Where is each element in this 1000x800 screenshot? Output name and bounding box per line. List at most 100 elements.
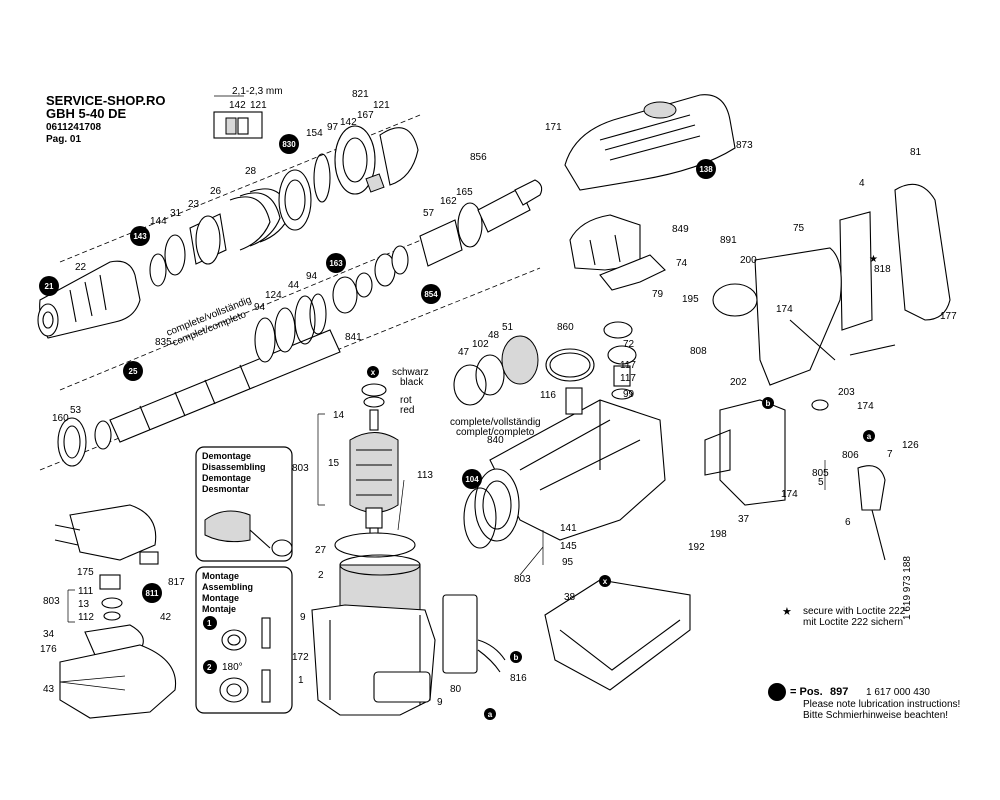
document-number: 1 619 973 188 [902, 556, 913, 620]
lubrication-badge: 830 [279, 134, 299, 154]
badge-label: 25 [129, 367, 138, 376]
part-label: 124 [265, 290, 282, 301]
page-number: Pag. 01 [46, 134, 82, 145]
part-number: 0611241708 [46, 122, 102, 133]
part-label: 113 [417, 470, 433, 481]
connection-marker: x [367, 366, 379, 378]
lubrication-badge: 854 [421, 284, 441, 304]
lubrication-badge: 25 [123, 361, 143, 381]
part-label: 7 [887, 449, 893, 460]
badge-label: 138 [699, 165, 713, 174]
step-1-badge [203, 616, 217, 630]
part-label: 174 [857, 401, 874, 412]
lubrication-badge: 163 [326, 253, 346, 273]
part-label: 102 [472, 339, 489, 350]
part-label: 74 [676, 258, 688, 269]
part-label: 174 [776, 304, 793, 315]
lubrication-badge: 811 [142, 583, 162, 603]
badge-circle [696, 159, 716, 179]
part-label: 849 [672, 224, 689, 235]
loctite-star-818: ★ [869, 254, 878, 265]
model-name: GBH 5-40 DE [46, 106, 127, 121]
lubrication-badge: 138 [696, 159, 716, 179]
part-label: 26 [210, 186, 222, 197]
part-label: 816 [510, 673, 527, 684]
part-label: 856 [470, 152, 487, 163]
part-label: 198 [710, 529, 727, 540]
part-label: 1 [298, 675, 304, 686]
part-label: 14 [333, 410, 345, 421]
part-label: 81 [910, 147, 922, 158]
part-label: 97 [327, 122, 339, 133]
part-label: 94 [254, 302, 266, 313]
part-label: 202 [730, 377, 747, 388]
part-label: 840 [487, 435, 504, 446]
part-label: 192 [688, 542, 705, 553]
badge-label: 163 [329, 259, 343, 268]
part-label: 28 [245, 166, 257, 177]
lubrication-badge: 21 [39, 276, 59, 296]
part-label: 95 [562, 557, 574, 568]
armature [349, 383, 405, 545]
badge-circle [130, 226, 150, 246]
marker-letter: b [766, 399, 771, 408]
part-label: 57 [423, 208, 435, 219]
complete-label-right-a: complete/vollständig [450, 417, 541, 428]
spindle-assembly [57, 179, 543, 467]
loctite-note-en: secure with Loctite 222 [803, 606, 906, 617]
part-label: 27 [315, 545, 327, 556]
part-label: 34 [43, 629, 55, 640]
part-label: 162 [440, 196, 457, 207]
part-label: 99 [623, 389, 635, 400]
wire-label: rot [400, 395, 412, 406]
montage-box: Montage Assembling Montage Montaje 1 2 1… [195, 566, 293, 714]
loctite-note-de: mit Loctite 222 sichern [803, 617, 904, 628]
marker-circle [762, 397, 774, 409]
pos-code: 1 617 000 430 [866, 687, 930, 698]
part-label: 808 [690, 346, 707, 357]
shop-name: SERVICE-SHOP.RO [46, 93, 166, 108]
badge-label: 21 [45, 282, 54, 291]
lubrication-note-de: Bitte Schmierhinweise beachten! [803, 710, 949, 721]
part-label: 174 [781, 489, 798, 500]
part-label: 803 [292, 463, 309, 474]
lubrication-note-en: Please note lubrication instructions! [803, 699, 961, 710]
demontage-title-en: Disassembling [202, 462, 266, 472]
step-2-badge [203, 660, 217, 674]
part-label: 4 [859, 178, 865, 189]
part-label: 141 [560, 523, 577, 534]
part-label: 51 [502, 322, 514, 333]
marker-letter: x [603, 577, 608, 586]
badge-label: 104 [465, 475, 479, 484]
lubrication-badge: 104 [462, 469, 482, 489]
part-label: 803 [43, 596, 60, 607]
badge-circle [279, 134, 299, 154]
part-label: 891 [720, 235, 737, 246]
part-label: 15 [328, 458, 340, 469]
part-label: 38 [564, 592, 576, 603]
marker-circle [484, 708, 496, 720]
inset-label-142: 142 [229, 100, 246, 111]
step-2-text: 2 [207, 663, 212, 672]
part-label: 37 [738, 514, 750, 525]
part-label: 72 [623, 339, 635, 350]
part-label: 177 [940, 311, 957, 322]
part-label: 160 [52, 413, 69, 424]
part-label: 818 [874, 264, 891, 275]
wire-label: schwarz [392, 367, 429, 378]
badge-label: 854 [424, 290, 438, 299]
part-label: 873 [736, 140, 753, 151]
part-label: 23 [188, 199, 200, 210]
part-label: 111 [78, 586, 94, 597]
part-label: 42 [160, 612, 172, 623]
demontage-title-fr: Demontage [202, 473, 251, 483]
motor-housing [311, 532, 506, 716]
part-label: 31 [170, 208, 182, 219]
marker-letter: a [867, 432, 872, 441]
marker-circle [367, 366, 379, 378]
gear-set [453, 321, 637, 415]
badge-label: 143 [133, 232, 147, 241]
